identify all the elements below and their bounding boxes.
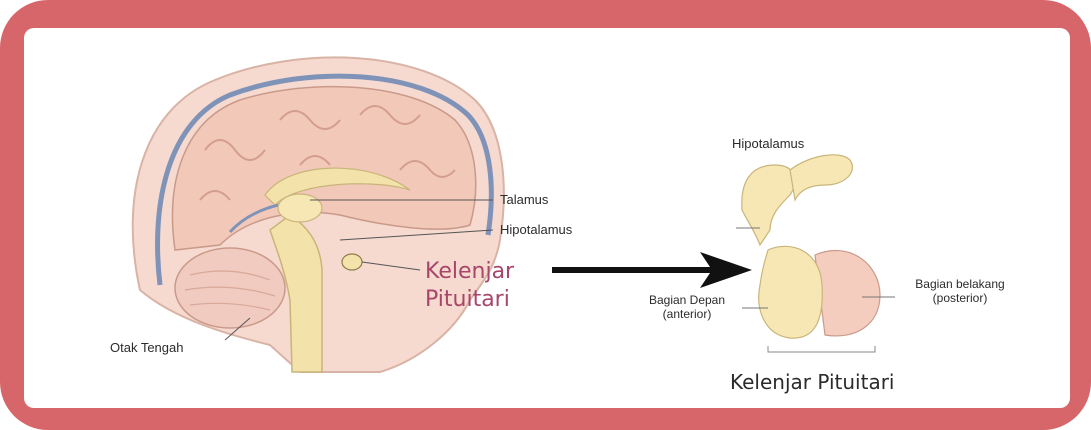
hypothalamus-stalk-top xyxy=(790,155,852,200)
belakang-line1: Bagian belakang xyxy=(895,277,1025,291)
posterior-lobe xyxy=(815,251,880,336)
anterior-lobe xyxy=(759,246,823,338)
gland-bracket xyxy=(768,346,875,352)
label-bagian-belakang: Bagian belakang (posterior) xyxy=(895,277,1025,305)
label-otak-tengah: Otak Tengah xyxy=(110,340,183,355)
belakang-line2: (posterior) xyxy=(895,291,1025,305)
kelenjar-line1: Kelenjar xyxy=(425,258,514,286)
gland-title: Kelenjar Pituitari xyxy=(730,370,894,394)
pituitary-small xyxy=(342,254,362,270)
depan-line1: Bagian Depan xyxy=(632,293,742,307)
kelenjar-line2: Pituitari xyxy=(425,286,514,314)
label-bagian-depan: Bagian Depan (anterior) xyxy=(632,293,742,321)
label-kelenjar-pituitari: Kelenjar Pituitari xyxy=(425,258,514,314)
label-gland-hipotalamus: Hipotalamus xyxy=(732,136,804,151)
label-talamus: Talamus xyxy=(500,192,548,207)
label-hipotalamus: Hipotalamus xyxy=(500,222,572,237)
infundibulum xyxy=(742,165,795,245)
thalamus xyxy=(278,194,322,222)
depan-line2: (anterior) xyxy=(632,307,742,321)
